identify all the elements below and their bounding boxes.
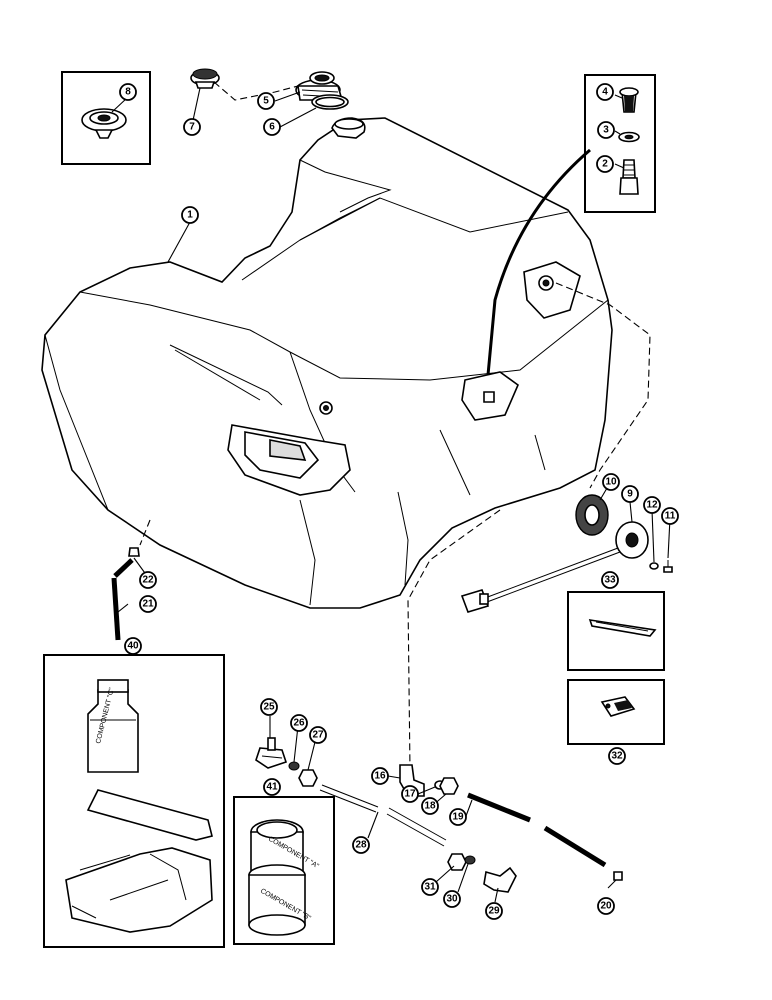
callout-27: 27 xyxy=(309,726,327,744)
callout-11: 11 xyxy=(661,507,679,525)
tube-28 xyxy=(319,784,447,847)
svg-text:16: 16 xyxy=(374,771,386,782)
svg-text:20: 20 xyxy=(600,901,612,912)
callout-17: 17 xyxy=(401,785,419,803)
sender-gasket xyxy=(575,494,609,536)
svg-text:10: 10 xyxy=(605,477,617,488)
svg-text:32: 32 xyxy=(611,751,623,762)
fuel-sender xyxy=(460,521,649,613)
filler-cap xyxy=(190,68,220,89)
inset-box-32 xyxy=(567,679,665,745)
svg-text:9: 9 xyxy=(627,489,633,500)
callout-32: 32 xyxy=(608,747,626,765)
callout-16: 16 xyxy=(371,767,389,785)
svg-text:25: 25 xyxy=(263,702,275,713)
inset-box-2-4 xyxy=(584,74,656,213)
svg-text:40: 40 xyxy=(127,641,139,652)
callout-5: 5 xyxy=(257,92,275,110)
svg-text:2: 2 xyxy=(602,159,608,170)
callout-3: 3 xyxy=(597,121,615,139)
svg-text:12: 12 xyxy=(646,500,658,511)
svg-text:41: 41 xyxy=(266,782,278,793)
inset-box-40 xyxy=(43,654,225,948)
svg-text:28: 28 xyxy=(355,840,367,851)
svg-text:19: 19 xyxy=(452,812,464,823)
svg-text:30: 30 xyxy=(446,894,458,905)
svg-text:26: 26 xyxy=(293,718,305,729)
svg-text:4: 4 xyxy=(602,87,608,98)
callout-6: 6 xyxy=(263,118,281,136)
washer-12 xyxy=(649,562,659,570)
callout-26: 26 xyxy=(290,714,308,732)
vent-line-to-fitting xyxy=(486,148,591,376)
callout-30: 30 xyxy=(443,890,461,908)
inset-box-41 xyxy=(233,796,335,945)
svg-text:11: 11 xyxy=(665,511,676,522)
callout-20: 20 xyxy=(597,897,615,915)
svg-text:31: 31 xyxy=(424,882,436,893)
callout-10: 10 xyxy=(602,473,620,491)
callout-2: 2 xyxy=(596,155,614,173)
svg-text:18: 18 xyxy=(424,801,436,812)
drain-plug xyxy=(111,547,140,641)
svg-text:8: 8 xyxy=(125,87,131,98)
callout-1: 1 xyxy=(181,206,199,224)
callout-22: 22 xyxy=(139,571,157,589)
screw-11 xyxy=(663,560,673,573)
callout-31: 31 xyxy=(421,878,439,896)
fitting-29 xyxy=(483,866,517,893)
svg-text:27: 27 xyxy=(312,730,324,741)
callout-28: 28 xyxy=(352,836,370,854)
sleeve-31 xyxy=(447,853,467,871)
cap-dashed-line xyxy=(213,81,299,101)
nut-18 xyxy=(439,777,459,795)
fuel-tank xyxy=(41,117,613,609)
inset-box-33 xyxy=(567,591,665,671)
nut-27 xyxy=(298,769,318,787)
callout-18: 18 xyxy=(421,797,439,815)
svg-text:5: 5 xyxy=(263,96,269,107)
callout-7: 7 xyxy=(183,118,201,136)
callout-25: 25 xyxy=(260,698,278,716)
svg-text:3: 3 xyxy=(603,125,609,136)
callout-8: 8 xyxy=(119,83,137,101)
callout-33: 33 xyxy=(601,571,619,589)
callout-12: 12 xyxy=(643,496,661,514)
svg-text:17: 17 xyxy=(404,789,416,800)
svg-text:21: 21 xyxy=(142,599,154,610)
callout-19: 19 xyxy=(449,808,467,826)
sleeve-26 xyxy=(288,761,300,771)
svg-text:29: 29 xyxy=(488,906,500,917)
svg-text:7: 7 xyxy=(189,122,195,133)
callout-9: 9 xyxy=(621,485,639,503)
callout-4: 4 xyxy=(596,83,614,101)
sleeve-30 xyxy=(464,855,476,865)
callout-41: 41 xyxy=(263,778,281,796)
callout-21: 21 xyxy=(139,595,157,613)
valve-25 xyxy=(255,737,288,769)
callout-40: 40 xyxy=(124,637,142,655)
sender-dashed-line xyxy=(555,282,651,489)
svg-text:33: 33 xyxy=(604,575,616,586)
filler-gasket xyxy=(311,94,349,110)
drain-dashed-line xyxy=(139,519,151,546)
callout-29: 29 xyxy=(485,902,503,920)
inset-box-8 xyxy=(61,71,151,165)
fitting-20 xyxy=(613,871,623,881)
tube-19 xyxy=(467,792,607,868)
svg-text:6: 6 xyxy=(269,122,275,133)
svg-text:22: 22 xyxy=(142,575,154,586)
svg-text:1: 1 xyxy=(187,210,193,221)
